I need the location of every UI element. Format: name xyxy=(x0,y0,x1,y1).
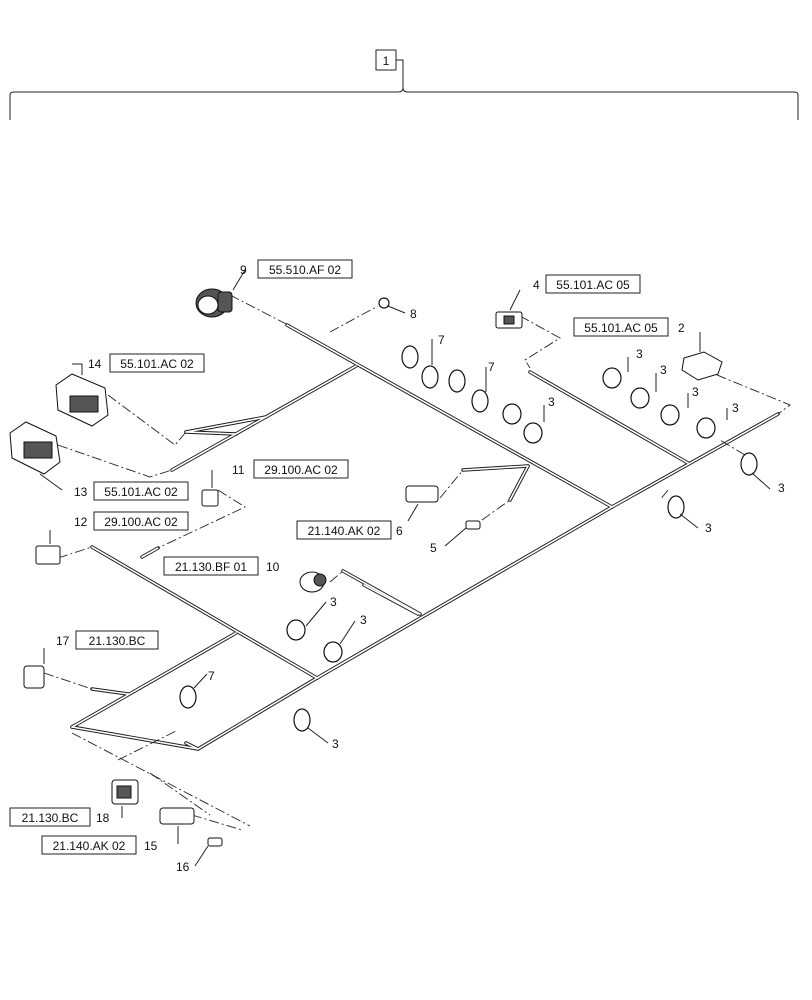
ref-label-9: 55.510.AF 02 xyxy=(269,263,341,277)
harness-wire-inner xyxy=(509,465,529,501)
part-number-10: 10 xyxy=(266,560,280,574)
part-5-fuse xyxy=(444,520,481,547)
part-number-5: 5 xyxy=(430,541,437,555)
ref-box-2: 55.101.AC 05 xyxy=(573,317,669,337)
ref-box-13: 55.101.AC 02 xyxy=(93,481,189,501)
harness-wire-inner xyxy=(185,416,267,433)
ref-box-12: 29.100.AC 02 xyxy=(93,511,189,531)
part-9-round-connector xyxy=(195,269,246,318)
ref-box-18: 21.130.BC xyxy=(9,807,91,827)
part-13-ecu-connector xyxy=(9,421,63,491)
part-number-7: 7 xyxy=(488,360,495,374)
ref-box-17: 21.130.BC xyxy=(75,630,159,650)
ref-label-18: 21.130.BC xyxy=(22,811,79,825)
harness-wire-inner xyxy=(71,726,199,750)
assembly-callout: 1 xyxy=(9,49,799,120)
part-number-3: 3 xyxy=(548,395,555,409)
part-number-3: 3 xyxy=(778,481,785,495)
part-14-ecu-connector xyxy=(55,363,109,427)
part-number-16: 16 xyxy=(176,860,190,874)
part-number-3: 3 xyxy=(660,363,667,377)
harness-wire-inner xyxy=(71,632,237,728)
part-number-7: 7 xyxy=(208,669,215,683)
ref-label-2: 55.101.AC 05 xyxy=(584,321,658,335)
harness-wire-inner xyxy=(342,570,421,615)
part-number-18: 18 xyxy=(96,811,110,825)
ref-box-14: 55.101.AC 02 xyxy=(109,353,205,373)
part-11-connector xyxy=(201,470,219,507)
connection-lines xyxy=(43,294,791,831)
ref-label-10: 21.130.BF 01 xyxy=(175,560,247,574)
harness-wire-inner xyxy=(286,324,613,508)
harness-wire-inner xyxy=(462,465,529,471)
part-2-connector xyxy=(681,332,723,381)
part-17-connector xyxy=(23,648,45,689)
part-number-4: 4 xyxy=(533,278,540,292)
part-number-3: 3 xyxy=(705,521,712,535)
harness-wire-inner xyxy=(185,431,237,435)
part-number-3: 3 xyxy=(332,737,339,751)
part-number-17: 17 xyxy=(56,634,70,648)
part-number-7: 7 xyxy=(438,333,445,347)
part-number-3: 3 xyxy=(360,613,367,627)
ref-box-6: 21.140.AK 02 xyxy=(296,520,392,540)
ref-label-11: 29.100.AC 02 xyxy=(264,463,338,477)
harness-wire-inner xyxy=(611,413,779,508)
part-numbers: 9 8 4 2 14 13 11 12 6 5 10 17 18 15 16 7… xyxy=(56,263,785,874)
ref-box-11: 29.100.AC 02 xyxy=(253,459,349,479)
part-8-ring-terminal xyxy=(378,297,406,314)
part-number-9: 9 xyxy=(240,263,247,277)
part-number-3: 3 xyxy=(732,401,739,415)
part-number-2: 2 xyxy=(678,321,685,335)
ref-box-10: 21.130.BF 01 xyxy=(163,556,259,576)
assembly-callout-leader xyxy=(396,59,404,88)
ref-label-14: 55.101.AC 02 xyxy=(120,357,194,371)
part-number-3: 3 xyxy=(636,347,643,361)
part-number-3: 3 xyxy=(330,595,337,609)
part-number-3: 3 xyxy=(692,385,699,399)
harness-wire-inner xyxy=(91,688,129,695)
part-6-connector xyxy=(405,485,439,522)
harness-wire-inner xyxy=(529,371,689,464)
part-number-8: 8 xyxy=(410,307,417,321)
part-4-connector xyxy=(495,289,523,329)
part-18-connector xyxy=(111,779,139,818)
harness-cable xyxy=(70,323,780,751)
assembly-bracket xyxy=(9,87,799,120)
part-number-13: 13 xyxy=(74,485,88,499)
ref-label-6: 21.140.AK 02 xyxy=(308,524,381,538)
assembly-callout-number: 1 xyxy=(383,54,390,68)
part-16-fuse xyxy=(194,837,223,867)
part-number-14: 14 xyxy=(88,357,102,371)
harness-wire-inner xyxy=(197,677,318,750)
part-12-connector xyxy=(35,530,61,565)
clip-leaders xyxy=(193,339,771,744)
ref-label-15: 21.140.AK 02 xyxy=(53,839,126,853)
ref-box-9: 55.510.AF 02 xyxy=(257,259,353,279)
ref-label-17: 21.130.BC xyxy=(89,634,146,648)
ref-label-4: 55.101.AC 05 xyxy=(556,278,630,292)
ref-label-13: 55.101.AC 02 xyxy=(104,485,178,499)
part-number-6: 6 xyxy=(396,524,403,538)
harness-wire-inner xyxy=(316,506,613,679)
harness-wire-inner xyxy=(91,546,318,679)
ref-box-4: 55.101.AC 05 xyxy=(545,274,641,294)
harness-wire-inner xyxy=(141,547,159,558)
part-number-15: 15 xyxy=(144,839,158,853)
ref-box-15: 21.140.AK 02 xyxy=(41,835,137,855)
part-10-connector xyxy=(299,571,327,593)
part-number-11: 11 xyxy=(232,463,245,477)
part-number-12: 12 xyxy=(74,515,88,529)
ref-label-12: 29.100.AC 02 xyxy=(104,515,178,529)
cable-clips xyxy=(179,345,758,732)
part-15-connector xyxy=(159,807,195,844)
harness-wire-inner xyxy=(363,584,419,615)
